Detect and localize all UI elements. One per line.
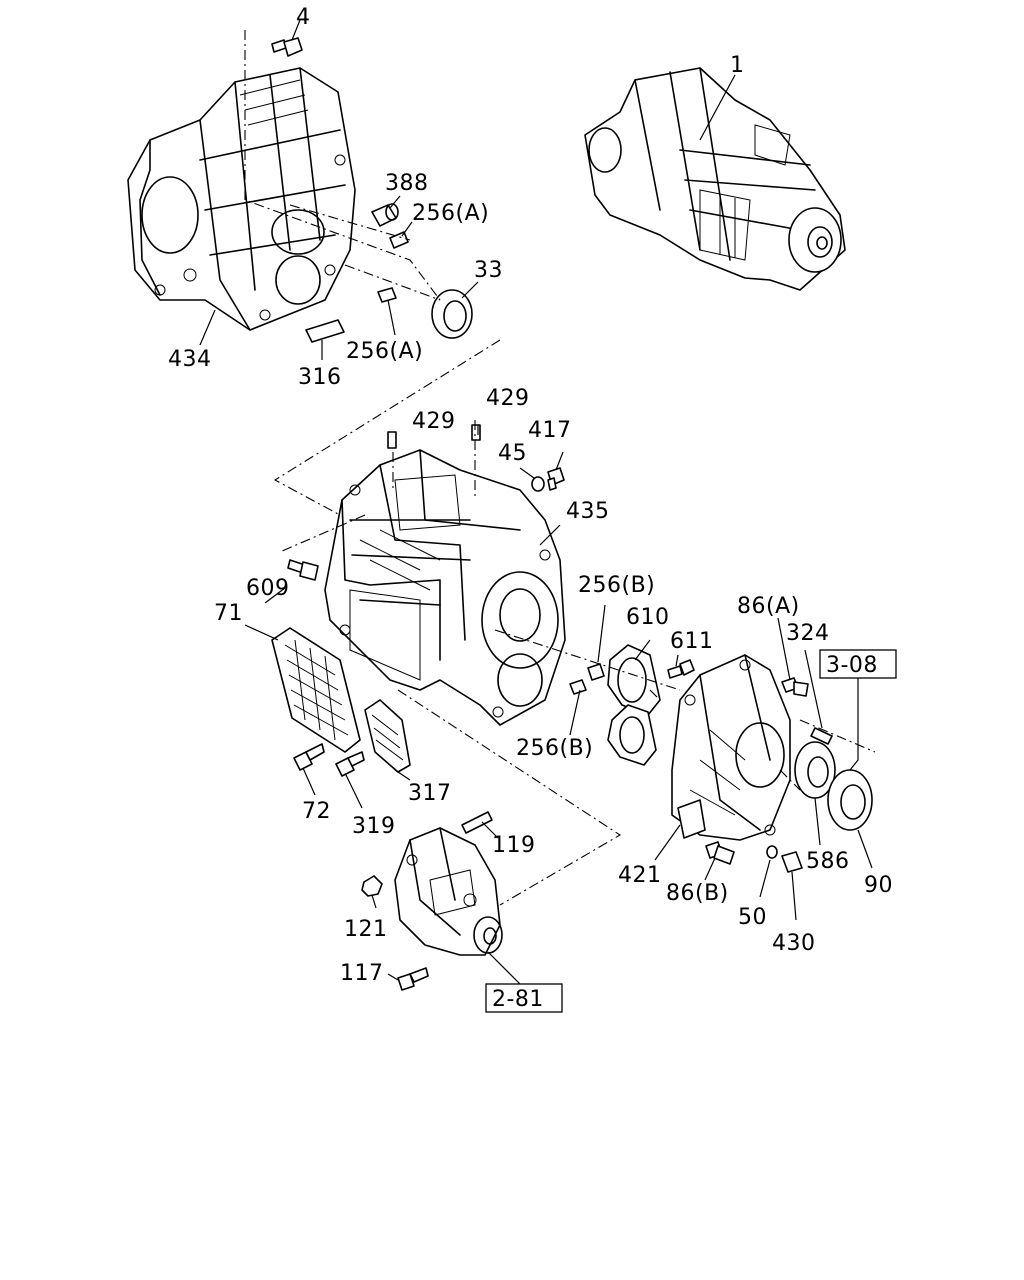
label-317: 317 bbox=[408, 781, 452, 806]
cover-71 bbox=[271, 627, 361, 753]
label-430: 430 bbox=[772, 931, 816, 956]
bolt-72 bbox=[293, 743, 325, 771]
bolt-319 bbox=[335, 751, 365, 777]
gasket-610 bbox=[607, 644, 661, 766]
leader-lines bbox=[199, 19, 873, 985]
assembly-center-lines bbox=[244, 30, 876, 906]
reference-box-3-08[interactable]: 3-08 bbox=[819, 649, 897, 679]
label-611: 611 bbox=[670, 629, 714, 654]
bolt-611 bbox=[667, 659, 695, 679]
washer-50 bbox=[766, 845, 778, 859]
label-417: 417 bbox=[528, 418, 572, 443]
label-388: 388 bbox=[385, 171, 429, 196]
clutch-housing-434 bbox=[127, 67, 356, 331]
stud-119 bbox=[461, 811, 493, 834]
o-ring-45 bbox=[531, 476, 545, 492]
dowel-pin-256a-upper bbox=[389, 231, 409, 249]
transmission-assembly-1 bbox=[584, 67, 846, 291]
label-86b: 86(B) bbox=[666, 881, 729, 906]
plug-417 bbox=[547, 467, 565, 491]
plate-317 bbox=[364, 699, 411, 773]
label-86a: 86(A) bbox=[737, 594, 800, 619]
label-429-right: 429 bbox=[486, 386, 530, 411]
label-45: 45 bbox=[498, 441, 527, 466]
bolt-609 bbox=[287, 559, 319, 581]
callout-labels: 4 1 388 256(A) 33 256(A) 434 316 429 429… bbox=[168, 5, 893, 986]
dowel-pin-429-right bbox=[471, 424, 481, 441]
label-609: 609 bbox=[246, 576, 290, 601]
oil-seal-33 bbox=[431, 289, 473, 339]
label-421: 421 bbox=[618, 863, 662, 888]
label-4: 4 bbox=[296, 5, 311, 30]
label-319: 319 bbox=[352, 814, 396, 839]
plug-430 bbox=[781, 851, 803, 873]
label-72: 72 bbox=[302, 799, 331, 824]
bushing-388 bbox=[371, 203, 399, 227]
label-117: 117 bbox=[340, 961, 384, 986]
oil-seal-90 bbox=[827, 769, 873, 831]
label-256b-upper: 256(B) bbox=[578, 573, 655, 598]
label-324: 324 bbox=[786, 621, 830, 646]
bolt-86b bbox=[705, 841, 735, 865]
reference-2-81-text: 2-81 bbox=[492, 987, 544, 1012]
label-50: 50 bbox=[738, 905, 767, 930]
nut-121 bbox=[361, 875, 383, 897]
bolt-86a bbox=[781, 677, 809, 697]
dowel-pin-256b-upper bbox=[587, 663, 605, 681]
label-316: 316 bbox=[298, 365, 342, 390]
label-610: 610 bbox=[626, 605, 670, 630]
dowel-pin-256b-lower bbox=[569, 679, 587, 695]
reference-3-08-text: 3-08 bbox=[826, 653, 878, 678]
label-256b-lower: 256(B) bbox=[516, 736, 593, 761]
bolt-4 bbox=[271, 37, 303, 57]
label-435: 435 bbox=[566, 499, 610, 524]
label-429-left: 429 bbox=[412, 409, 456, 434]
label-586: 586 bbox=[806, 849, 850, 874]
dowel-pin-256a-lower bbox=[377, 287, 397, 303]
bolt-117 bbox=[397, 967, 429, 991]
label-1: 1 bbox=[730, 53, 745, 78]
label-119: 119 bbox=[492, 833, 536, 858]
dowel-pin-429-left bbox=[387, 431, 397, 449]
plate-316 bbox=[305, 319, 345, 343]
label-256a-upper: 256(A) bbox=[412, 201, 489, 226]
reference-box-2-81[interactable]: 2-81 bbox=[485, 983, 563, 1013]
label-90: 90 bbox=[864, 873, 893, 898]
label-121: 121 bbox=[344, 917, 388, 942]
label-434: 434 bbox=[168, 347, 212, 372]
pto-assembly bbox=[394, 827, 503, 956]
label-71: 71 bbox=[214, 601, 243, 626]
label-33: 33 bbox=[474, 258, 503, 283]
label-256a-lower: 256(A) bbox=[346, 339, 423, 364]
transmission-case-435 bbox=[324, 449, 566, 726]
stud-324 bbox=[810, 727, 833, 745]
extension-housing-421 bbox=[671, 654, 791, 841]
